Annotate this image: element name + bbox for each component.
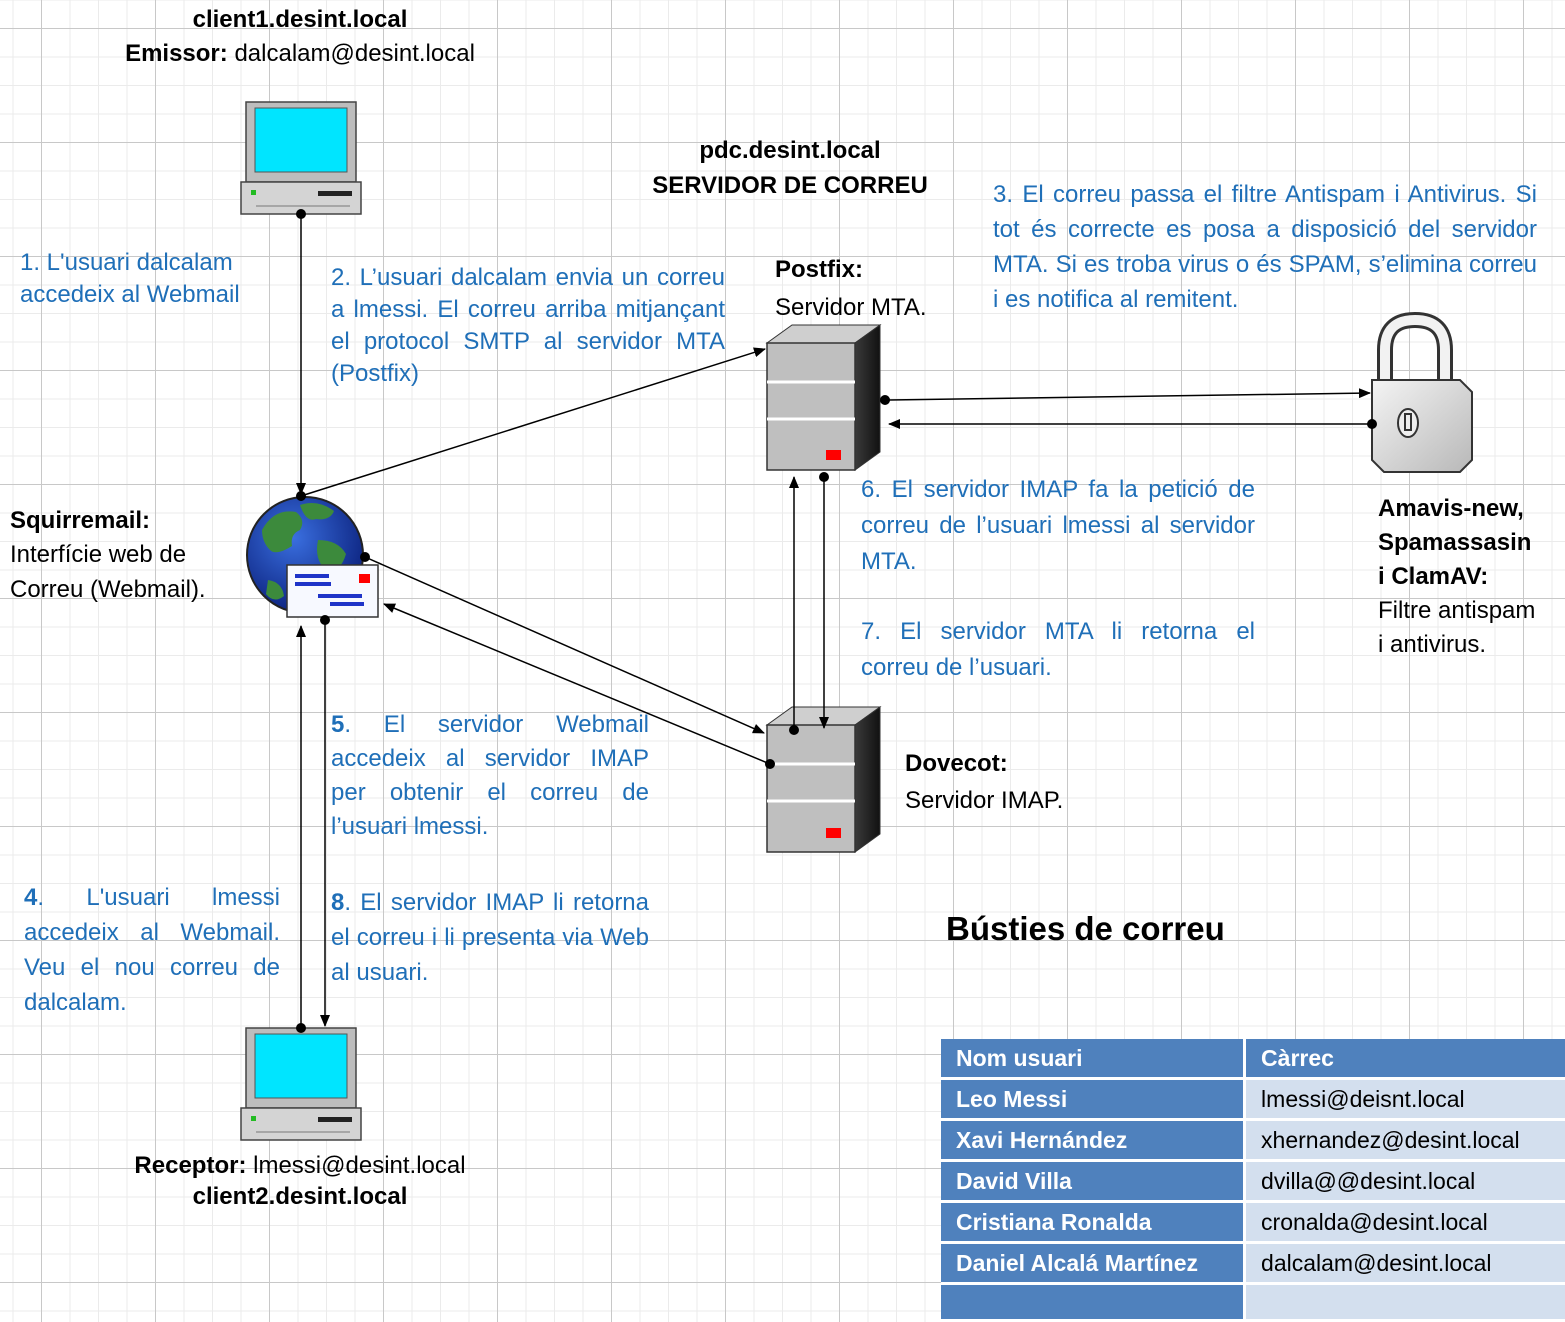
step-3-text: 3. El correu passa el filtre Antispam i … [993, 181, 1537, 313]
client1-host-label: client1.desint.local [192, 6, 408, 33]
step-8-number: 8 [331, 889, 345, 916]
step-4-text: 4. L'usuari lmessi accedeix al Webmail. … [24, 880, 280, 1020]
step-4-number: 4 [24, 884, 38, 911]
empty-cell [941, 1285, 1247, 1322]
dovecot-server-icon[interactable] [765, 706, 882, 853]
table-header-row: Nom usuari Càrrec [941, 1039, 1565, 1080]
step-8-text: 8. El servidor IMAP li retorna el correu… [331, 885, 649, 990]
column-header-user: Nom usuari [941, 1039, 1247, 1080]
user-email-cell: lmessi@deisnt.local [1246, 1080, 1565, 1121]
filter-desc-2: i antivirus. [1378, 631, 1487, 658]
server-title-label: SERVIDOR DE CORREU [652, 172, 928, 199]
client2-role: Receptor: [134, 1152, 247, 1179]
user-name-cell: David Villa [941, 1162, 1247, 1203]
filter-name-1: Amavis-new, [1378, 495, 1524, 522]
step-2-text: 2. L’usuari dalcalam envia un correu a l… [331, 264, 725, 387]
step-7-text: 7. El servidor MTA li retorna el correu … [861, 618, 1255, 681]
table-empty-row [941, 1285, 1565, 1322]
user-name-cell: Daniel Alcalá Martínez [941, 1244, 1247, 1285]
user-email-cell: xhernandez@desint.local [1246, 1121, 1565, 1162]
arrow-postfix-to-filter [884, 388, 1371, 401]
user-name-cell: Leo Messi [941, 1080, 1247, 1121]
table-row[interactable]: Xavi Hernández xhernandez@desint.local [941, 1121, 1565, 1162]
client2-computer-icon[interactable] [240, 1027, 362, 1141]
connector-endpoints [296, 209, 1377, 1033]
step-6-text: 6. El servidor IMAP fa la petició de cor… [861, 476, 1255, 575]
connectors [296, 214, 1372, 1028]
step-5-text: 5. El servidor Webmail accedeix al servi… [331, 708, 649, 844]
dovecot-name: Dovecot: [905, 750, 1008, 777]
client2-receiver-label: Receptor: lmessi@desint.local [60, 1150, 540, 1182]
table-row[interactable]: David Villa dvilla@@desint.local [941, 1162, 1565, 1203]
postfix-desc: Servidor MTA. [775, 294, 927, 321]
table-row[interactable]: Daniel Alcalá Martínez dalcalam@desint.l… [941, 1244, 1565, 1285]
filter-name-2: Spamassasin [1378, 529, 1532, 556]
client1-role: Emissor: [125, 40, 228, 67]
mailboxes-title: Bústies de correu [946, 910, 1225, 947]
user-email-cell: cronalda@desint.local [1246, 1203, 1565, 1244]
arrow-dovecot-to-webmail [383, 603, 771, 765]
step-1-text: 1. L'usuari dalcalam accedeix al Webmail [20, 249, 240, 308]
client1-email: dalcalam@desint.local [234, 40, 475, 67]
arrow-webmail-to-dovecot [364, 556, 765, 734]
squirrelmail-desc-1: Interfície web de [10, 541, 187, 568]
postfix-server-icon[interactable] [765, 324, 882, 471]
arrow-webmail-to-postfix [300, 347, 766, 497]
column-header-role: Càrrec [1246, 1039, 1565, 1080]
filter-desc-1: Filtre antispam [1378, 597, 1536, 624]
step-5-body: . El servidor Webmail accedeix al servid… [331, 711, 649, 840]
mailboxes-table: Nom usuari Càrrec Leo Messi lmessi@deisn… [941, 1039, 1565, 1322]
user-email-cell: dalcalam@desint.local [1246, 1244, 1565, 1285]
client2-host-label: client2.desint.local [192, 1183, 408, 1210]
postfix-name: Postfix: [775, 256, 864, 283]
lock-icon[interactable] [1371, 311, 1473, 473]
user-name-cell: Xavi Hernández [941, 1121, 1247, 1162]
step-5-number: 5 [331, 711, 345, 738]
squirrelmail-desc-2: Correu (Webmail). [10, 576, 206, 603]
squirrelmail-name: Squirremail: [10, 507, 151, 534]
filter-name-3: i ClamAV: [1378, 563, 1489, 590]
envelope-icon [286, 564, 379, 618]
table-row[interactable]: Leo Messi lmessi@deisnt.local [941, 1080, 1565, 1121]
empty-cell [1246, 1285, 1565, 1322]
user-name-cell: Cristiana Ronalda [941, 1203, 1247, 1244]
step-4-body: . L'usuari lmessi accedeix al Webmail. V… [24, 884, 280, 1016]
client1-sender-label: Emissor: dalcalam@desint.local [60, 38, 540, 70]
diagram-canvas [240, 101, 1473, 1141]
client1-computer-icon[interactable] [240, 101, 362, 215]
user-email-cell: dvilla@@desint.local [1246, 1162, 1565, 1203]
table-row[interactable]: Cristiana Ronalda cronalda@desint.local [941, 1203, 1565, 1244]
client2-email: lmessi@desint.local [253, 1152, 466, 1179]
step-8-body: . El servidor IMAP li retorna el correu … [331, 889, 649, 986]
dovecot-desc: Servidor IMAP. [905, 787, 1064, 814]
server-host-label: pdc.desint.local [699, 137, 881, 164]
